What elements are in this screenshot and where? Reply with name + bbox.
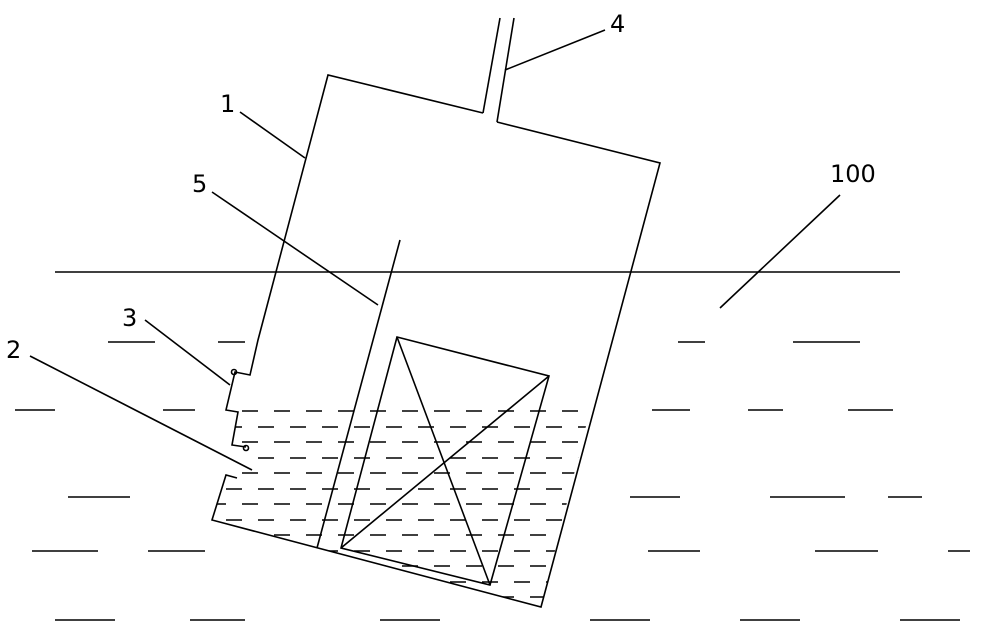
pipe-left-wall bbox=[482, 17, 501, 114]
label-100: 100 bbox=[830, 160, 876, 188]
vessel-water-hatching bbox=[213, 410, 590, 598]
label-3: 3 bbox=[122, 304, 137, 332]
notch-marker bbox=[230, 368, 238, 376]
leader-1 bbox=[239, 111, 306, 159]
vessel-wall-lower bbox=[210, 121, 661, 608]
filter-box-diagonal bbox=[340, 375, 550, 549]
leader-100 bbox=[719, 194, 841, 309]
label-2: 2 bbox=[6, 336, 21, 364]
water-hatching bbox=[15, 341, 970, 621]
leader-2 bbox=[29, 355, 253, 471]
leader-4 bbox=[504, 29, 606, 71]
vessel-wall bbox=[225, 74, 484, 448]
filter-box-diagonal bbox=[396, 336, 491, 586]
label-1: 1 bbox=[220, 90, 235, 118]
leader-3 bbox=[144, 319, 231, 386]
label-4: 4 bbox=[610, 10, 625, 38]
leader-5 bbox=[211, 191, 379, 306]
label-5: 5 bbox=[192, 170, 207, 198]
outlet-marker bbox=[242, 444, 250, 452]
baffle bbox=[316, 239, 401, 549]
